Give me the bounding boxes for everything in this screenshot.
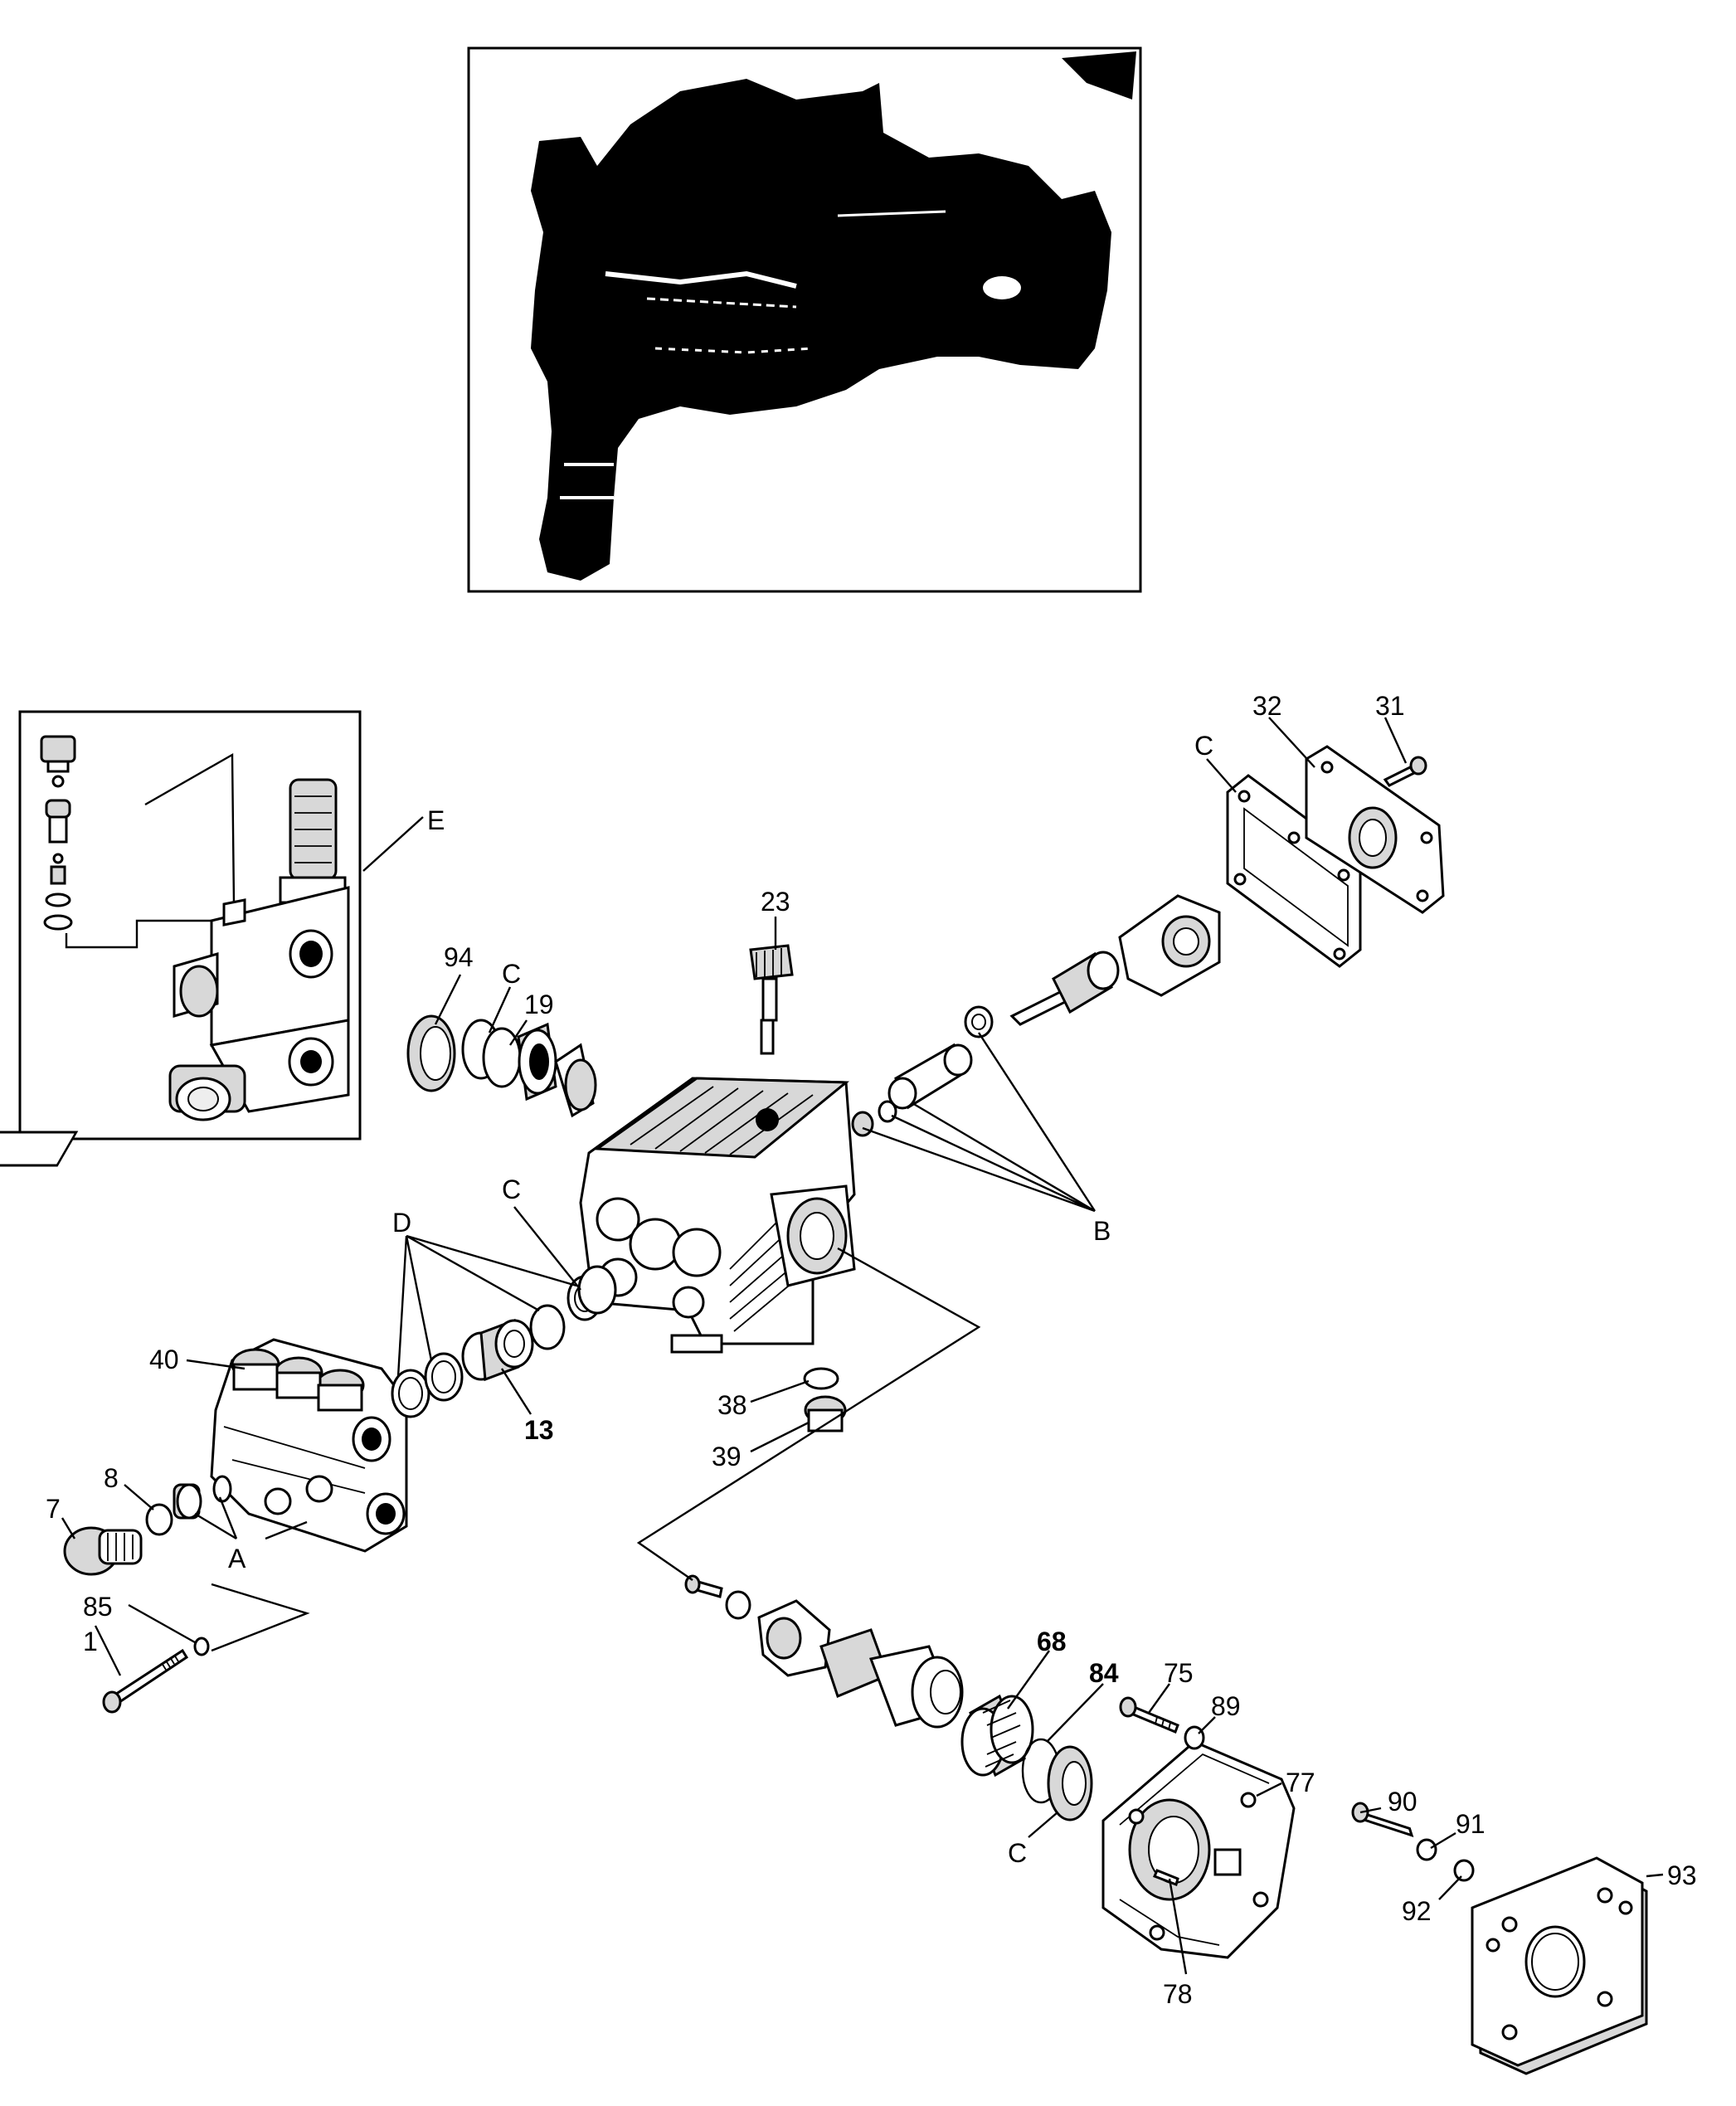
callout-40: 40 (149, 1345, 179, 1374)
unloader-valve-inset (18, 710, 424, 1141)
callout-C-seal-ring: C (502, 959, 521, 989)
callout-89: 89 (1211, 1691, 1241, 1721)
callout-1: 1 (83, 1627, 98, 1656)
callout-D: D (392, 1208, 411, 1238)
callout-38: 38 (717, 1390, 747, 1420)
callout-94: 94 (444, 942, 474, 972)
pump-photo (467, 46, 1142, 593)
callout-C-block-seal: C (502, 1175, 521, 1204)
callout-68: 68 (1037, 1627, 1067, 1656)
callout-77: 77 (1286, 1768, 1315, 1797)
callout-31: 31 (1375, 691, 1405, 721)
inlet-plug-and-valve-parts (63, 1475, 232, 1714)
callout-C-oil-seal: C (1008, 1838, 1027, 1868)
callout-13: 13 (524, 1415, 554, 1445)
upper-seal-parts (406, 1014, 597, 1118)
callout-C-gasket: C (1194, 731, 1213, 761)
rear-cover-and-gasket (1226, 745, 1445, 968)
callout-7: 7 (46, 1494, 61, 1524)
callout-39: 39 (712, 1442, 742, 1471)
callout-78: 78 (1163, 1979, 1193, 2009)
bearing-flange (1101, 1696, 1296, 1959)
callout-8: 8 (104, 1463, 119, 1493)
oil-dipstick (749, 944, 794, 1055)
callout-92: 92 (1402, 1896, 1432, 1926)
callout-91: 91 (1456, 1809, 1486, 1839)
seal-packing-set (391, 1265, 617, 1418)
callout-32: 32 (1252, 691, 1282, 721)
connecting-rod-parts (851, 894, 1221, 1137)
callout-85: 85 (83, 1592, 113, 1622)
callout-84: 84 (1089, 1658, 1119, 1688)
callout-75: 75 (1164, 1658, 1194, 1688)
drain-plug (803, 1367, 847, 1432)
callout-B: B (1093, 1216, 1111, 1246)
mounting-plate (1351, 1802, 1648, 2075)
callout-19: 19 (524, 990, 554, 1019)
leader-lines (61, 717, 1664, 1975)
callout-E: E (427, 805, 445, 835)
crankshaft-assembly (684, 1574, 1093, 1821)
callout-90: 90 (1388, 1787, 1417, 1817)
callout-93: 93 (1667, 1860, 1697, 1890)
manifold-head (210, 1338, 408, 1553)
callout-23: 23 (761, 887, 790, 917)
callout-labels: 1 7 8 13 19 23 31 32 38 39 40 68 75 77 7… (46, 691, 1697, 2009)
callout-A: A (228, 1544, 246, 1573)
